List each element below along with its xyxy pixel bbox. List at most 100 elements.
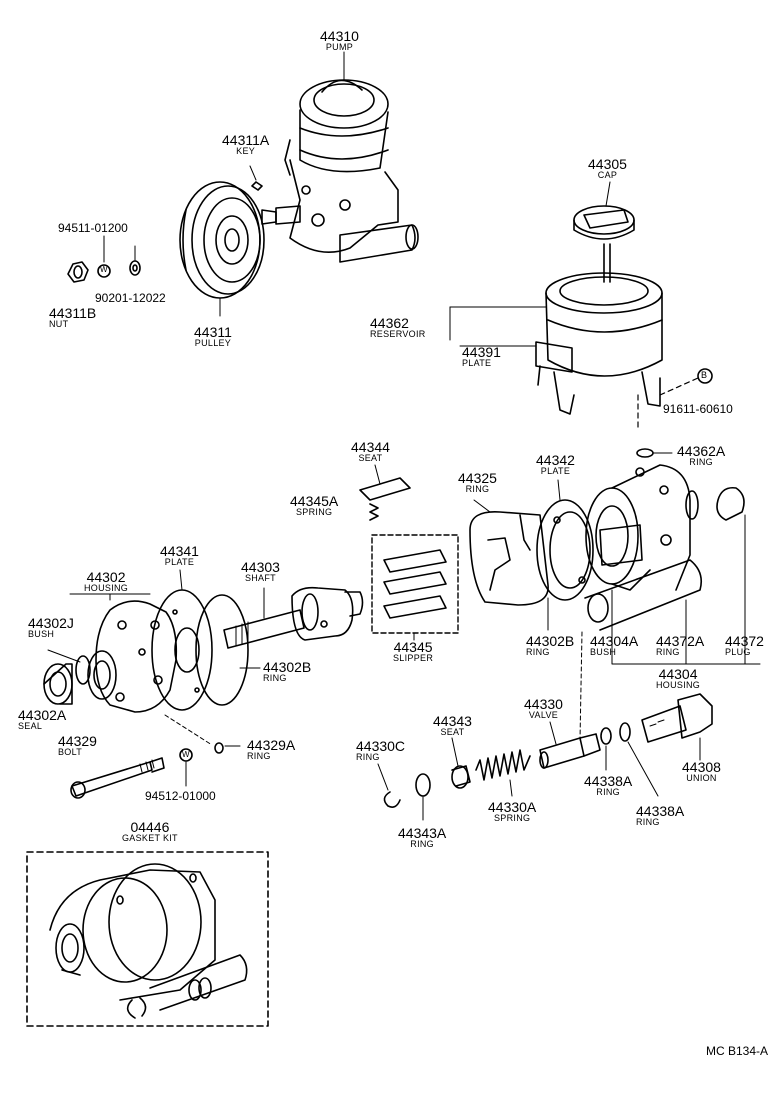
nut-name: NUT [49,319,69,329]
seat-44344-number: 44344 [351,439,390,455]
label-ring-44362a: 44362A RING [677,444,725,467]
ring-44343a-number: 44343A [398,825,447,841]
label-plate-391: 44391 PLATE [462,345,501,368]
leader-seat-44343 [451,737,459,767]
seat-44344-name: SEAT [358,453,383,463]
label-spring-44345a: 44345A SPRING [290,494,338,517]
ring-44329a-drawing [214,742,224,754]
plug-number: 44372 [725,633,764,649]
ring-44338a-drawing-2 [619,722,631,742]
label-ring-44343a: 44343A RING [398,826,446,849]
plate-44341-name: PLATE [164,557,195,567]
bolt-44329-drawing [70,757,165,799]
housing-44304-name: HOUSING [656,680,701,690]
seat-44343-name: SEAT [440,727,465,737]
ring-44330c-number: 44330C [356,738,406,754]
nut-number: 44311B [49,305,97,321]
valve-44330-drawing [539,733,601,769]
ring-44325-drawing [469,511,549,606]
bush-44304a-name: BUSH [590,647,617,657]
label-bolt: 44329 BOLT [58,734,97,757]
housing-44302-drawing [87,600,178,713]
slipper-name: SLIPPER [393,653,434,663]
ring-44302b-right-name: RING [526,647,550,657]
ring-44338a-1-number: 44338A [584,773,633,789]
spring-44330a-name: SPRING [493,813,531,823]
label-pump: 44310 PUMP [320,29,359,52]
leader-plate-44341 [179,569,183,591]
plate-44342-name: PLATE [540,466,571,476]
w-marker-circle-1 [97,264,111,278]
leader-seat-44344 [374,464,381,485]
ring-44338a-2-name: RING [636,817,660,827]
cap-name: CAP [597,170,618,180]
ring-44302b-left-name: RING [263,673,287,683]
seat-44343-number: 44343 [433,713,472,729]
leader-plate-44342 [557,479,561,501]
gasket-kit-number: 04446 [130,819,170,835]
spring-44345a-number: 44345A [290,493,339,509]
b-marker: B [701,370,708,380]
valve-name: VALVE [528,710,559,720]
label-union: 44308 UNION [682,760,721,783]
reservoir-drawing [535,272,663,415]
label-housing-44304: 44304 HOUSING [656,667,700,690]
shaft-name: SHAFT [244,573,276,583]
ring-44329a-name: RING [247,751,271,761]
plate-391-name: PLATE [462,358,492,368]
pulley-drawing [179,181,265,299]
label-bush-44304a: 44304A BUSH [590,634,638,657]
label-cap: 44305 CAP [588,157,627,180]
label-spring-44330a: 44330A SPRING [488,800,536,823]
leader-ring-44325 [473,499,491,513]
ring-44362a-drawing [636,448,654,458]
label-ring-44338a-2: 44338A RING [636,804,684,827]
b-marker-circle [697,368,713,384]
leader-ring-330c [377,763,389,791]
label-shaft: 44303 SHAFT [241,560,280,583]
housing-44302-name: HOUSING [84,583,129,593]
bush-44304a-number: 44304A [590,633,639,649]
ring-44338a-2-number: 44338A [636,803,685,819]
pulley-name: PULLEY [194,338,232,348]
ring-44338a-1-name: RING [596,787,620,797]
label-reservoir: 44362 RESERVOIR [370,316,426,339]
label-ring-44372a: 44372A RING [656,634,704,657]
pump-number: 44310 [320,28,359,44]
spring-44345a-name: SPRING [295,507,333,517]
plate-44341-drawing [151,589,213,711]
leader-key [249,165,257,181]
label-ring-44302b-left: 44302B RING [263,660,311,683]
label-ring-44302b-right: 44302B RING [526,634,574,657]
ring-44302b-right-number: 44302B [526,633,575,649]
plate-391-number: 44391 [462,344,501,360]
slipper-number: 44345 [393,639,433,655]
label-ring-44329a: 44329A RING [247,738,295,761]
leader-bush-44302j [47,649,81,663]
leader-b-marker [659,377,699,396]
shaft-number: 44303 [241,559,280,575]
bush-44302j-drawing [75,655,91,685]
part-number-94512: 94512-01000 [145,789,216,803]
label-ring-44325: 44325 RING [458,471,497,494]
label-slipper: 44345 SLIPPER [393,640,433,663]
label-pulley: 44311 PULLEY [194,325,232,348]
ring-44302b-drawing [195,594,249,706]
pump-name: PUMP [325,42,354,52]
label-seal: 44302A SEAL [18,708,66,731]
seal-number: 44302A [18,707,67,723]
label-seat-44344: 44344 SEAT [351,440,390,463]
leader-ring-44329a [164,714,213,746]
key-name: KEY [236,146,256,156]
cap-drawing [573,205,635,283]
cap-number: 44305 [588,156,627,172]
bush-44302j-name: BUSH [28,629,55,639]
spring-44330a-number: 44330A [488,799,537,815]
leader-ring-338a-2 [627,741,659,797]
plate-44341-number: 44341 [160,543,199,559]
label-ring-44338a-1: 44338A RING [584,774,632,797]
leader-valve [549,721,557,745]
label-key: 44311A KEY [222,133,269,156]
label-bush-44302j: 44302J BUSH [28,616,74,639]
